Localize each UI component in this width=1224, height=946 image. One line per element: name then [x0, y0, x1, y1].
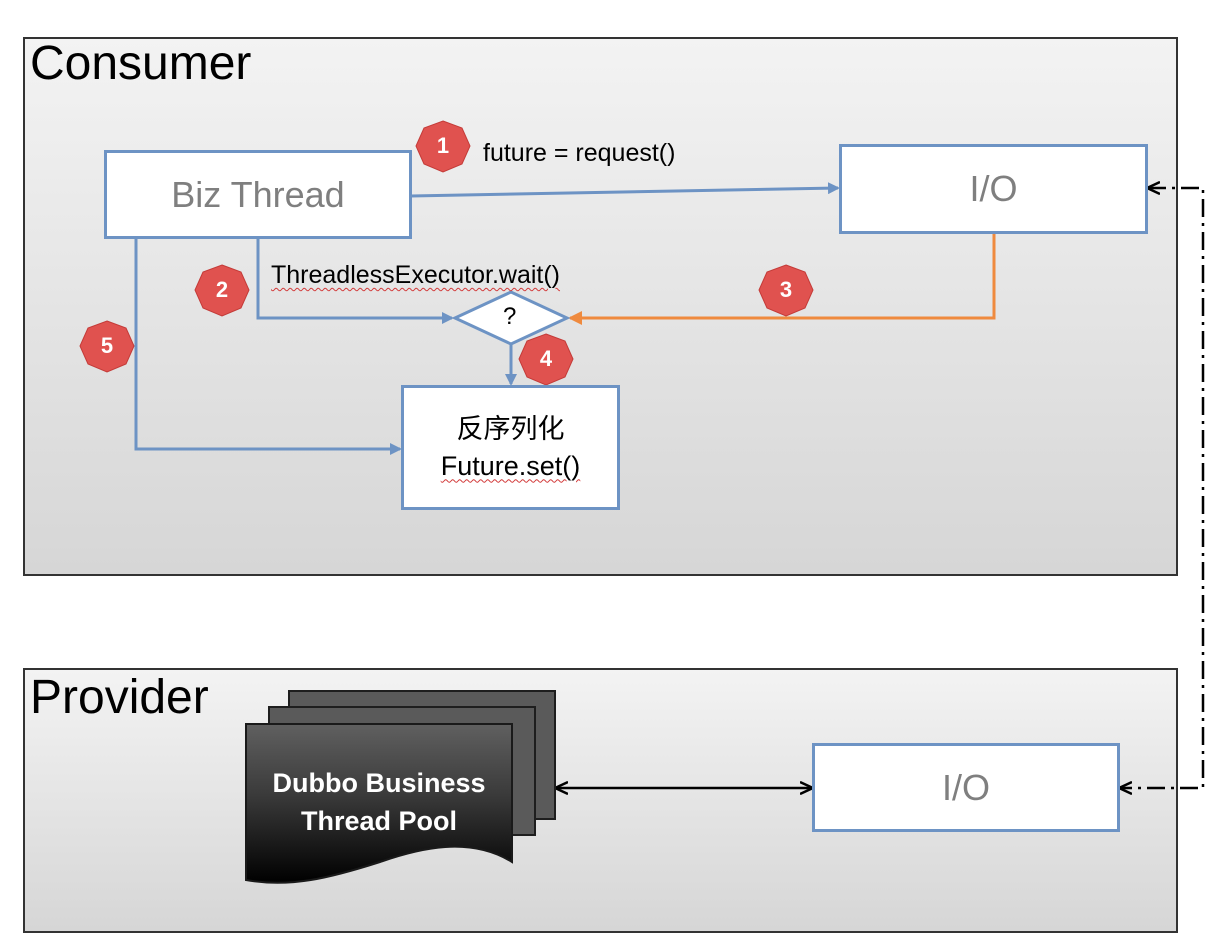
consumer-title: Consumer — [30, 37, 252, 90]
thread-pool-label: Dubbo Business Thread Pool — [248, 765, 510, 841]
badge-shapes — [79, 120, 814, 386]
arrow-wait — [256, 238, 454, 324]
step-badge-5-number: 5 — [100, 333, 114, 358]
biz-thread-label: Biz Thread — [171, 173, 345, 215]
deserialize-label: 反序列化 — [456, 414, 565, 445]
decision-diamond — [451, 290, 571, 346]
future-set-label: Future.set() — [440, 450, 581, 481]
step-badge-4: 4 — [518, 331, 574, 387]
step-badge-5: 5 — [79, 318, 135, 374]
provider-io-label: I/O — [941, 766, 990, 808]
step-badge-3-number: 3 — [779, 277, 793, 302]
arrow-request — [410, 182, 840, 198]
consumer-io-label: I/O — [969, 168, 1018, 209]
provider-io-box: I/O — [812, 743, 1120, 832]
step-badge-1-number: 1 — [436, 133, 450, 158]
step-badge-1: 1 — [415, 118, 471, 174]
deserialize-box: 反序列化 Future.set() — [401, 385, 620, 510]
step-badge-4-number: 4 — [539, 346, 553, 371]
consumer-io-box: I/O — [839, 144, 1148, 234]
step-badge-2-number: 2 — [215, 277, 229, 302]
step2-note-text: ThreadlessExecutor.wait() — [271, 261, 561, 289]
provider-title: Provider — [30, 671, 209, 724]
arrow-direct — [134, 238, 402, 455]
step-badge-3: 3 — [758, 262, 814, 318]
step-badge-2: 2 — [194, 262, 250, 318]
step2-note: ThreadlessExecutor.wait() — [271, 261, 560, 290]
arrow-response — [568, 233, 996, 325]
step1-note: future = request() — [483, 139, 676, 167]
decision-label: ? — [503, 303, 517, 330]
biz-thread-box: Biz Thread — [104, 150, 412, 239]
thread-pool-line2: Thread Pool — [300, 805, 457, 836]
network-link — [1120, 188, 1205, 788]
thread-pool-line1: Dubbo Business — [272, 768, 486, 798]
